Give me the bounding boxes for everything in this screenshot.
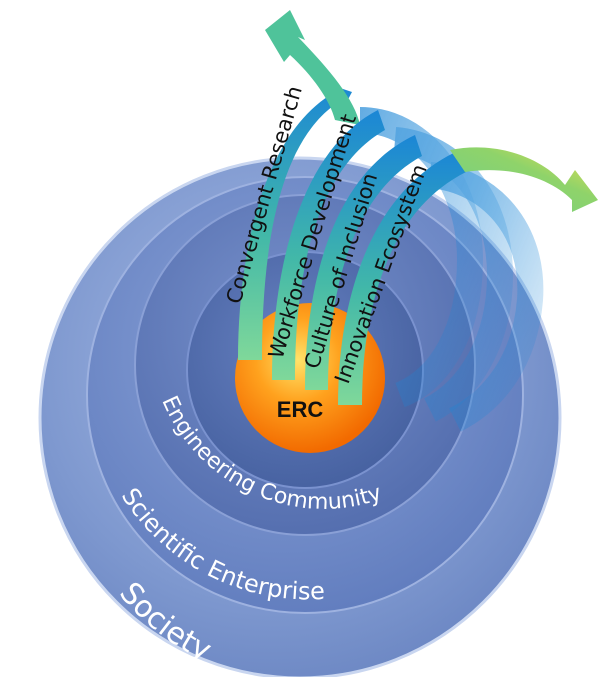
arrow-convergent-research-head	[265, 10, 360, 125]
arrow-tails	[359, 107, 544, 432]
arrow-convergent-research	[238, 10, 360, 360]
arrow-workforce-development	[272, 110, 385, 380]
arrow-culture-of-inclusion	[305, 135, 422, 390]
arrow-innovation-ecosystem-head	[450, 147, 598, 212]
arrow-innovation-ecosystem	[338, 147, 598, 405]
erc-label: ERC	[277, 397, 324, 422]
